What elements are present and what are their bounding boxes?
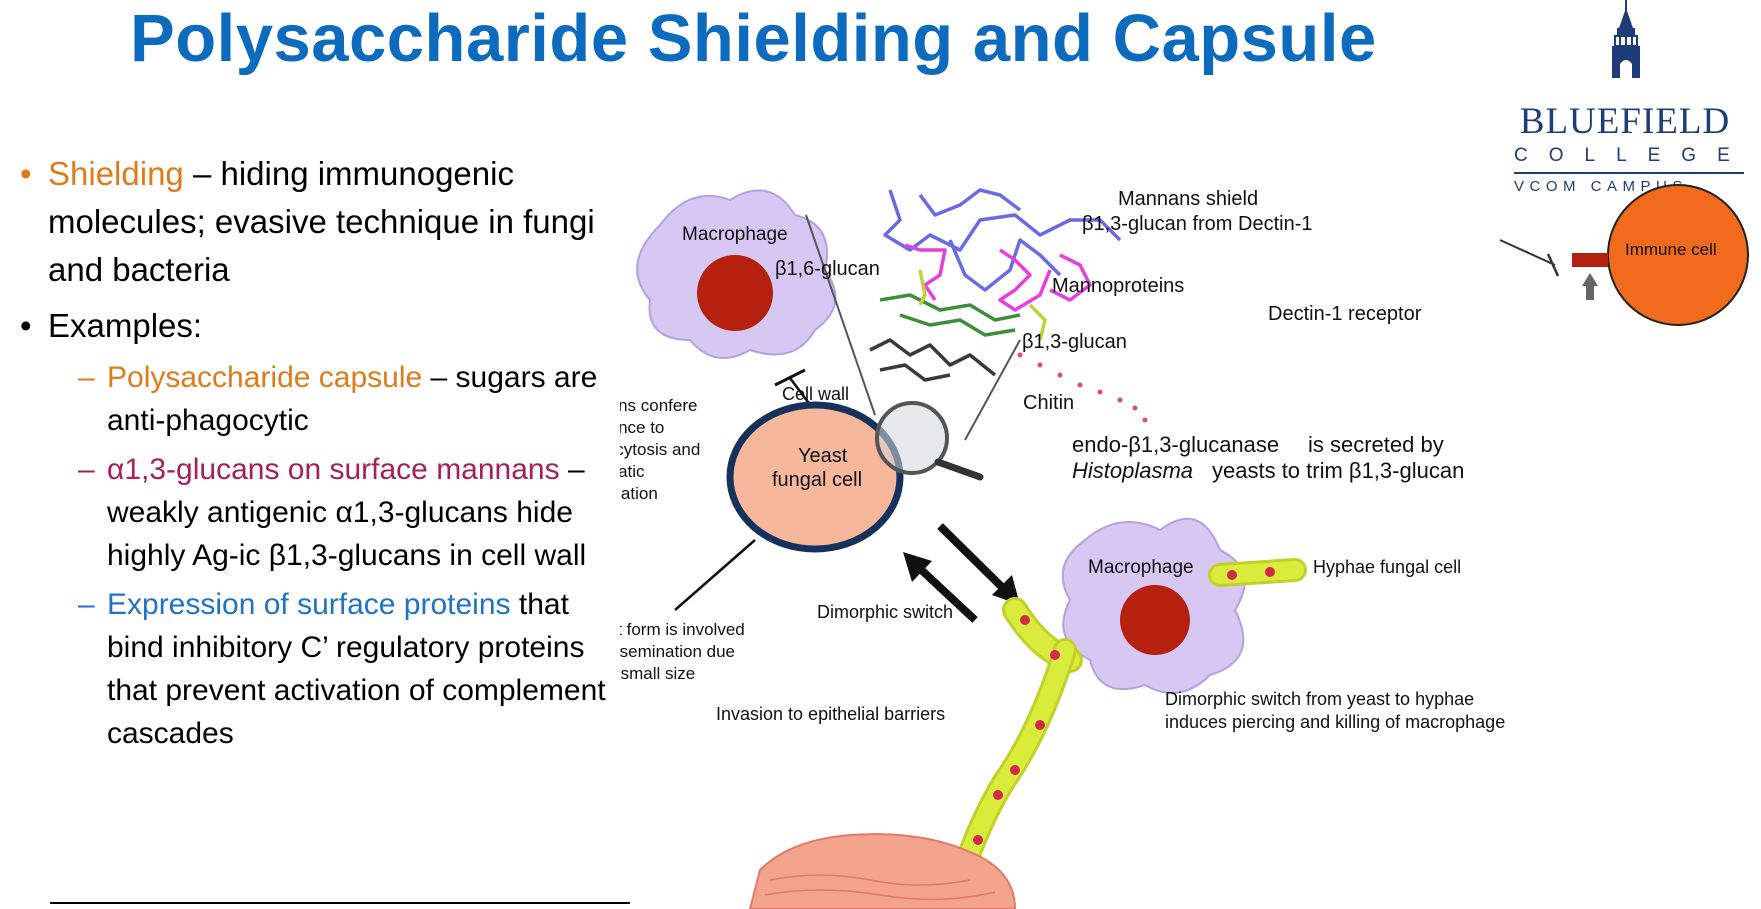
bullet-list: • Shielding – hiding immunogenic molecul…: [20, 150, 620, 755]
yeast-form-line-2: in dissemination due: [620, 642, 735, 661]
endo-label-2: is secreted by: [1308, 432, 1444, 457]
immune-cell: Immune cell: [1499, 184, 1749, 326]
epithelial-tissue: [748, 833, 1017, 909]
melanins-line-2: resistance to: [620, 418, 664, 437]
mannan-inhibit-bar: [1546, 253, 1560, 277]
macrophage-bottom-label: Macrophage: [1088, 557, 1194, 578]
yeast-form-line-3: to its small size: [620, 664, 695, 683]
sub-bullet-dash: –: [78, 453, 95, 486]
dimorphic-desc-1: Dimorphic switch from yeast to hyphae: [1165, 689, 1474, 709]
dectin-receptor-label: Dectin-1 receptor: [1268, 303, 1422, 325]
receptor-arrow-icon: [1582, 273, 1598, 300]
invasion-label: Invasion to epithelial barriers: [716, 704, 945, 724]
logo-line-3: VCOM CAMPUS: [1514, 178, 1688, 195]
inhibit-bar: [774, 368, 806, 387]
slide-title: Polysaccharide Shielding and Capsule: [130, 1, 1377, 76]
fungal-evasion-diagram: Macrophage Yeast fungal cell: [620, 180, 1761, 909]
logo-divider: [1514, 172, 1744, 174]
proteins-text: that bind inhibitory C’ regulatory prote…: [107, 588, 606, 750]
chitin-pointer: [964, 339, 1021, 441]
mannans-shield-label-2: β1,3-glucan from Dectin-1: [1082, 213, 1313, 235]
melanins-line-5: degradation: [620, 484, 658, 503]
magnifier-icon: [875, 401, 984, 481]
bullet-examples: • Examples:: [20, 302, 620, 350]
yeast-label-2: fungal cell: [772, 469, 862, 491]
hyphae-label: Hyphae fungal cell: [1313, 557, 1461, 577]
endo-label-1: endo-β1,3-glucanase: [1072, 432, 1279, 457]
glucans-text: – weakly antigenic α1,3-glucans hide hig…: [107, 453, 587, 572]
yeast-form-pointer: [674, 539, 756, 611]
glucans-term: α1,3-glucans on surface mannans: [107, 453, 560, 486]
melanins-line-1: Melanins confere: [620, 396, 697, 415]
dimorphic-desc-2: induces piercing and killing of macropha…: [1165, 712, 1505, 732]
proteins-term: Expression of surface proteins: [107, 588, 511, 621]
college-logo: BLUEFIELD COLLEGE VCOM CAMPUS: [1500, 0, 1750, 200]
yeast-cell: Yeast fungal cell: [726, 401, 904, 553]
b16-label: β1,6-glucan: [775, 258, 880, 280]
yeast-form-line-1: Yeast form is involved: [620, 620, 745, 639]
melanins-line-4: enzymatic: [620, 462, 645, 481]
sub-bullet-proteins: – Expression of surface proteins that bi…: [20, 583, 620, 755]
chitin-label: Chitin: [1023, 392, 1074, 414]
diagram-svg: Macrophage Yeast fungal cell: [620, 184, 1749, 909]
capsule-term: Polysaccharide capsule: [107, 361, 423, 394]
macrophage-top-label: Macrophage: [682, 224, 788, 245]
mannans-shield-label-1: Mannans shield: [1118, 188, 1258, 210]
dimorphic-switch-label: Dimorphic switch: [817, 602, 953, 622]
macrophage-top: Macrophage: [636, 189, 837, 359]
b13-label: β1,3-glucan: [1022, 331, 1127, 353]
bullet-shielding: • Shielding – hiding immunogenic molecul…: [20, 150, 620, 294]
histoplasma-label: Histoplasma: [1072, 458, 1193, 483]
melanins-line-3: phagocytosis and: [620, 440, 700, 459]
hyphae-dots: [973, 567, 1275, 845]
capsule-text: – sugars are anti-phagocytic: [107, 361, 598, 437]
sub-bullet-glucans: – α1,3-glucans on surface mannans – weak…: [20, 448, 620, 577]
b16-pointer: [805, 214, 876, 416]
macrophage-bottom: Macrophage: [1061, 517, 1246, 694]
dectin-receptor-shape: [1572, 253, 1608, 267]
cell-wall-label: Cell wall: [782, 384, 849, 404]
mannan-inhibit-line: [1499, 239, 1556, 266]
bottom-divider: [50, 902, 630, 904]
shielding-term: Shielding: [48, 155, 184, 192]
sub-bullet-dash: –: [78, 361, 95, 394]
yeast-label-1: Yeast: [798, 445, 848, 467]
histoplasma-text: yeasts to trim β1,3-glucan: [1212, 458, 1464, 483]
logo-line-2: COLLEGE: [1514, 145, 1751, 166]
examples-label: Examples:: [48, 307, 203, 344]
enzyme-dots: [1017, 352, 1148, 423]
cell-wall-strands: [869, 188, 1122, 382]
tower-icon: [1612, 0, 1640, 78]
bullet-dot: •: [20, 155, 32, 192]
sub-bullet-capsule: – Polysaccharide capsule – sugars are an…: [20, 356, 620, 442]
sub-bullet-dash: –: [78, 588, 95, 621]
logo-line-1: BLUEFIELD: [1519, 101, 1731, 142]
bullet-dot: •: [20, 307, 32, 344]
immune-cell-label: Immune cell: [1625, 240, 1717, 259]
shielding-text: – hiding immunogenic molecules; evasive …: [48, 155, 595, 288]
mannoproteins-label: Mannoproteins: [1052, 275, 1184, 297]
